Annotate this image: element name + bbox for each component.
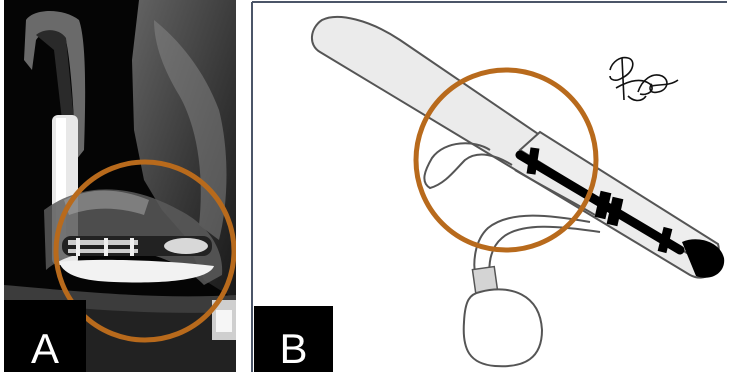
panel-b-illustration: B [250, 0, 729, 372]
panel-a-mri-scan: A [4, 0, 236, 372]
signature-graphic [610, 58, 678, 101]
panel-label-b: B [254, 306, 333, 372]
panel-label-a: A [4, 300, 86, 372]
